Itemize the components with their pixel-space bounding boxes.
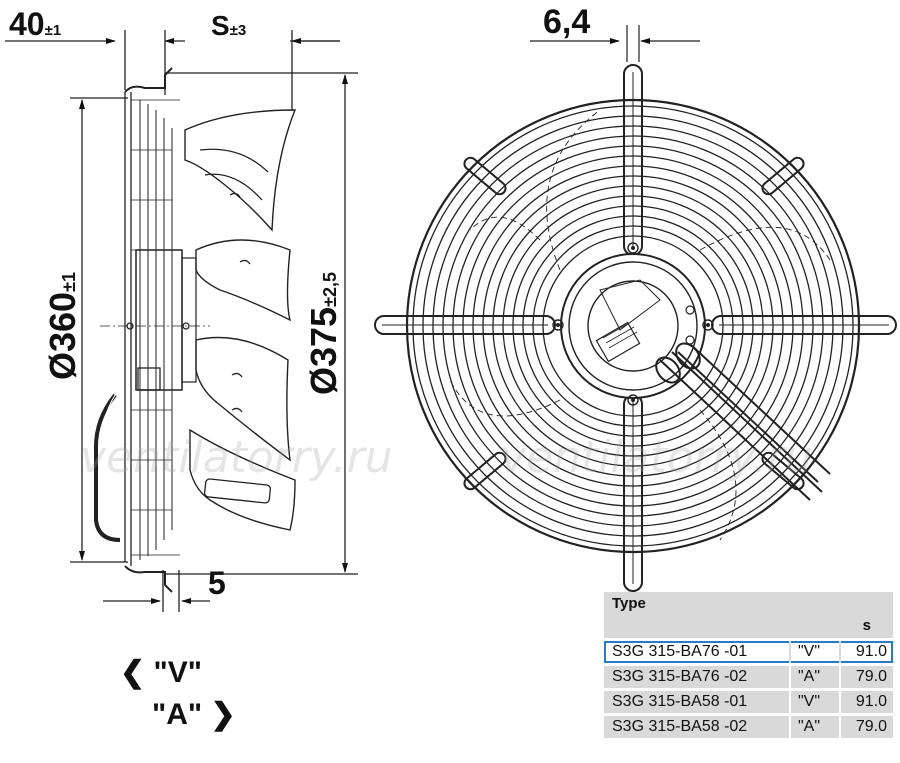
direction-a-text: "A": [152, 698, 203, 731]
cell-type: S3G 315-BA58 -01: [612, 693, 748, 710]
dim-40-tolerance: ±1: [44, 22, 62, 39]
cell-type: S3G 315-BA76 -02: [612, 668, 748, 685]
dim-375-tolerance: ±2,5: [320, 272, 340, 307]
watermark-right: ventilatorry.ru: [500, 432, 813, 483]
dim-5-label: 5: [208, 565, 226, 602]
chevron-left-icon: ❮: [120, 656, 146, 689]
cell-s: 79.0: [855, 718, 887, 735]
table-row[interactable]: S3G 315-BA58 -01 "V" 91.0: [604, 691, 893, 713]
cell-direction: "V": [798, 643, 821, 660]
dim-6-4-label: 6,4: [543, 3, 590, 42]
dim-s-tolerance: ±3: [229, 22, 247, 39]
cell-direction: "A": [798, 668, 821, 685]
cell-s: 79.0: [855, 668, 887, 685]
direction-v-label: ❮ "V": [120, 655, 202, 690]
header-s: s: [862, 617, 871, 634]
dim-s-value: S: [211, 10, 230, 41]
dim-360-value: Ø360: [42, 291, 83, 380]
table-row[interactable]: S3G 315-BA76 -01 "V" 91.0: [604, 641, 893, 663]
dim-360-label: Ø360±1: [42, 272, 84, 380]
cell-direction: "V": [798, 693, 821, 710]
cell-type: S3G 315-BA58 -02: [612, 718, 748, 735]
cell-s: 91.0: [855, 693, 887, 710]
dim-375-value: Ø375: [303, 306, 344, 395]
cell-direction: "A": [798, 718, 821, 735]
table-row[interactable]: S3G 315-BA58 -02 "A" 79.0: [604, 716, 893, 738]
watermark-left: ventilatorry.ru: [80, 432, 393, 483]
dim-6-4-value: 6,4: [543, 3, 591, 41]
cell-type: S3G 315-BA76 -01: [612, 643, 748, 660]
table-row[interactable]: S3G 315-BA76 -02 "A" 79.0: [604, 666, 893, 688]
header-type: Type: [612, 595, 646, 612]
dim-375-label: Ø375±2,5: [303, 272, 345, 395]
side-view: [5, 30, 358, 612]
chevron-right-icon: ❯: [210, 698, 236, 731]
table-header: Type s: [604, 592, 893, 638]
dim-360-tolerance: ±1: [59, 272, 79, 292]
direction-v-text: "V": [153, 656, 202, 689]
dim-40-value: 40: [9, 6, 45, 42]
direction-a-label: "A" ❯: [152, 697, 236, 732]
type-table: Type s S3G 315-BA76 -01 "V" 91.0 S3G 315…: [604, 592, 893, 738]
dim-5-value: 5: [208, 565, 226, 601]
front-view: [374, 25, 897, 592]
cell-s: 91.0: [855, 643, 887, 660]
dim-40-label: 40±1: [9, 6, 61, 43]
dim-s-label: S±3: [211, 10, 246, 42]
